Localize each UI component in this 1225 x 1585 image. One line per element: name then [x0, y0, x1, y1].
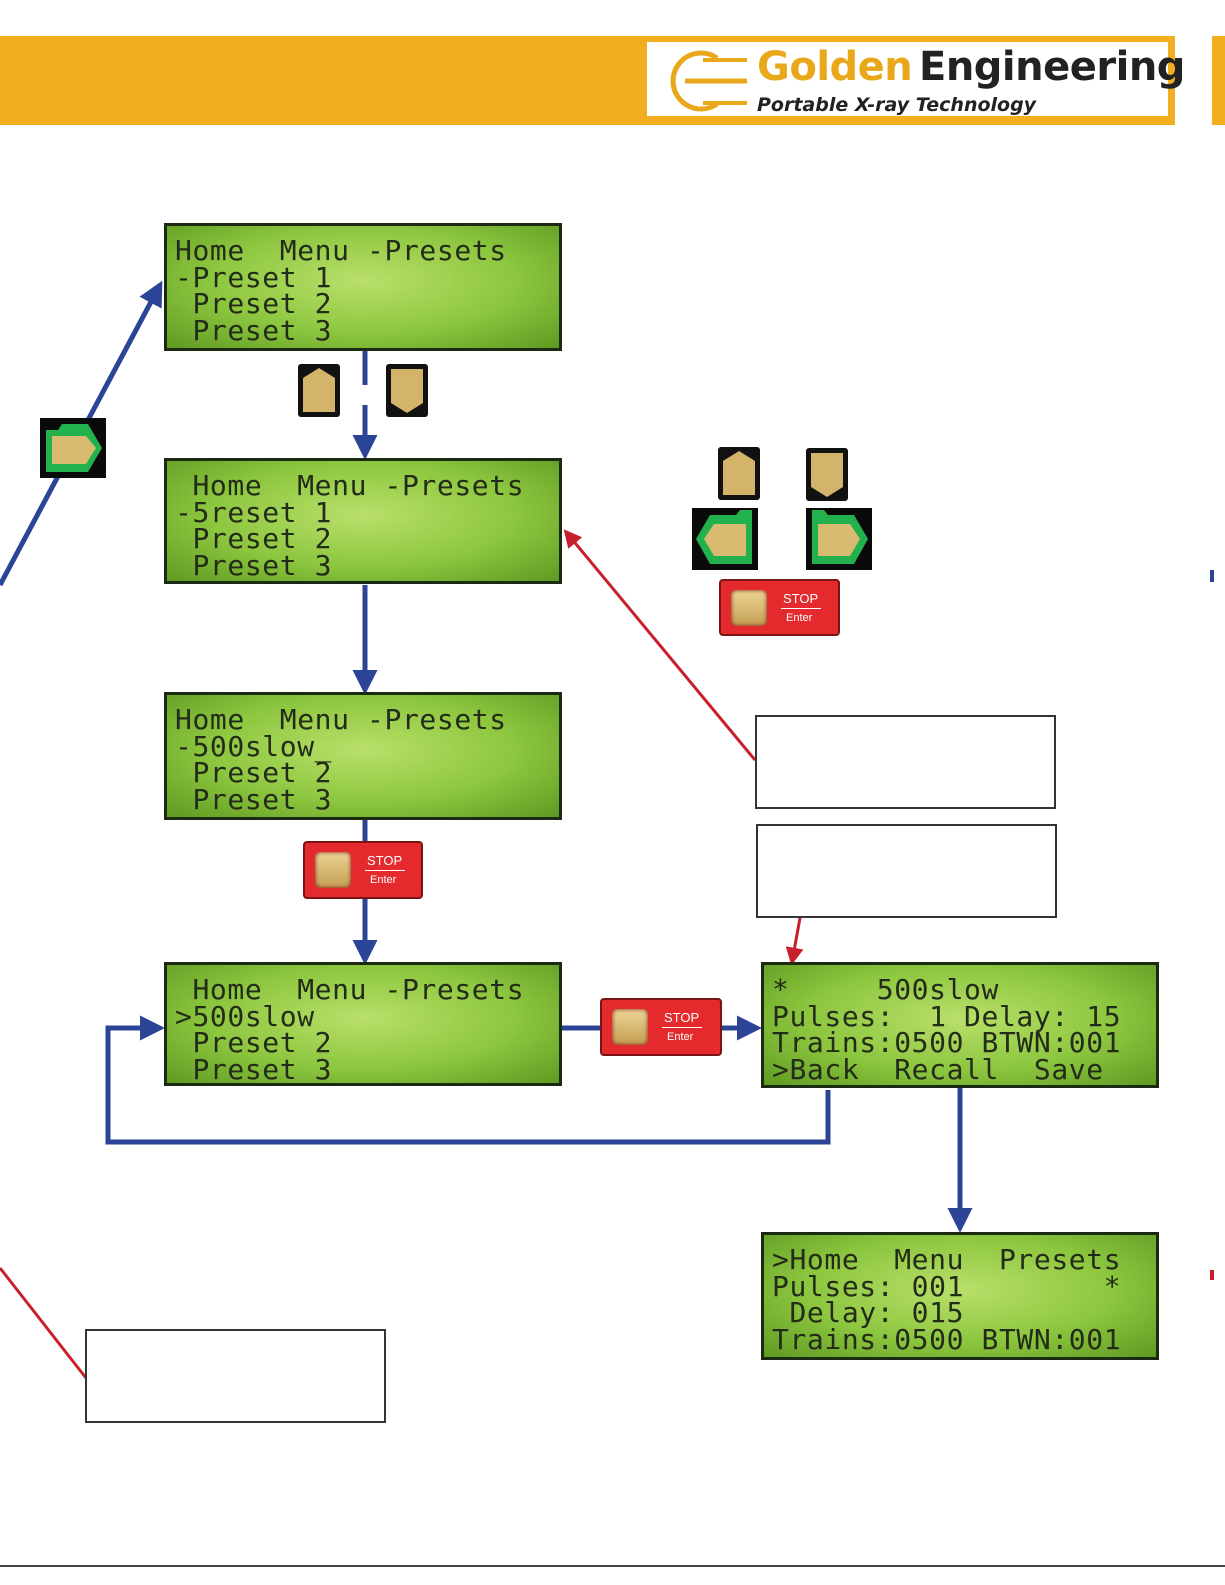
- lcd-row: Home Menu -Presets: [175, 469, 525, 502]
- callout-box-cursor: [755, 715, 1056, 809]
- lcd-screen-presets-edit: Home Menu -Presets -5reset 1 Preset 2 Pr…: [164, 458, 562, 584]
- stop-label: STOP: [783, 591, 819, 606]
- lcd-row: Pulses: 1 Delay: 15: [772, 999, 1122, 1033]
- stop-enter-key-icon: STOP Enter: [719, 579, 840, 636]
- stop-enter-key-icon: STOP Enter: [600, 998, 722, 1056]
- down-key-icon: [806, 448, 848, 501]
- stop-enter-key-icon: STOP Enter: [303, 841, 423, 899]
- right-key-icon: [806, 508, 872, 570]
- lcd-row: Preset 3: [175, 782, 333, 816]
- callout-line-cursor: [563, 529, 757, 761]
- enter-label: Enter: [667, 1031, 694, 1043]
- stop-label: STOP: [367, 853, 403, 868]
- lcd-row: Trains:0500 BTWN:001: [772, 1026, 1122, 1059]
- flow-arrow-back: [105, 1015, 831, 1145]
- lcd-screen-preset-detail: * 500slow Pulses: 1 Delay: 15 Trains:050…: [761, 962, 1159, 1088]
- callout-line-left: [0, 1267, 88, 1379]
- footer-rule: [0, 1565, 1225, 1567]
- lcd-screen-presets-1: Home Menu -Presets -Preset 1 Preset 2 Pr…: [164, 223, 562, 351]
- company-logo: Golden Engineering Portable X-ray Techno…: [643, 38, 1185, 120]
- lcd-row: Trains:0500 BTWN:001: [772, 1322, 1122, 1356]
- lcd-row: Preset 2: [175, 287, 333, 320]
- lcd-screen-presets-named: Home Menu -Presets -500slow_ Preset 2 Pr…: [164, 692, 562, 820]
- right-key-icon: [40, 418, 106, 478]
- right-edge-mark: [1210, 1270, 1214, 1280]
- lcd-row: >Home Menu Presets: [772, 1243, 1122, 1276]
- lcd-row: Preset 2: [175, 522, 333, 555]
- lcd-screen-home-recalled: >Home Menu Presets Pulses: 001 * Delay: …: [761, 1232, 1159, 1360]
- enter-label: Enter: [370, 874, 397, 886]
- lcd-row: Preset 3: [175, 1052, 333, 1086]
- golden-engineering-logo-icon: [670, 50, 747, 112]
- lcd-row: Delay: 015: [772, 1296, 965, 1329]
- lcd-row: Preset 2: [175, 756, 333, 789]
- brand-name-golden: Golden: [757, 44, 913, 90]
- lcd-screen-presets-selected: Home Menu -Presets >500slow Preset 2 Pre…: [164, 962, 562, 1086]
- callout-box-left: [85, 1329, 386, 1423]
- callout-box-asterisk: [756, 824, 1057, 918]
- right-edge-mark: [1210, 570, 1214, 582]
- lcd-row: -Preset 1: [175, 260, 333, 294]
- callout-line-asterisk: [785, 917, 804, 966]
- lcd-row: -5reset 1: [175, 495, 333, 529]
- lcd-row: Preset 3: [175, 313, 333, 347]
- lcd-row: Preset 2: [175, 1026, 333, 1059]
- lcd-row: Preset 3: [175, 548, 333, 582]
- stop-label: STOP: [664, 1010, 700, 1025]
- header-bar-edge: [1212, 36, 1225, 125]
- brand-name-engineering: Engineering: [919, 44, 1185, 90]
- down-key-icon: [386, 364, 428, 417]
- lcd-row: Home Menu -Presets: [175, 703, 507, 736]
- lcd-row: Home Menu -Presets: [175, 973, 525, 1006]
- lcd-row: * 500slow: [772, 973, 999, 1006]
- lcd-row: >Back Recall Save: [772, 1052, 1104, 1086]
- up-key-icon: [298, 364, 340, 417]
- lcd-row: -500slow_: [175, 729, 333, 763]
- enter-label: Enter: [786, 612, 813, 624]
- up-key-icon: [718, 447, 760, 500]
- lcd-row: >500slow: [175, 999, 315, 1033]
- lcd-row: Home Menu -Presets: [175, 234, 507, 267]
- lcd-row: Pulses: 001 *: [772, 1269, 1122, 1303]
- left-key-icon: [692, 508, 758, 570]
- brand-tagline: Portable X-ray Technology: [757, 94, 1037, 116]
